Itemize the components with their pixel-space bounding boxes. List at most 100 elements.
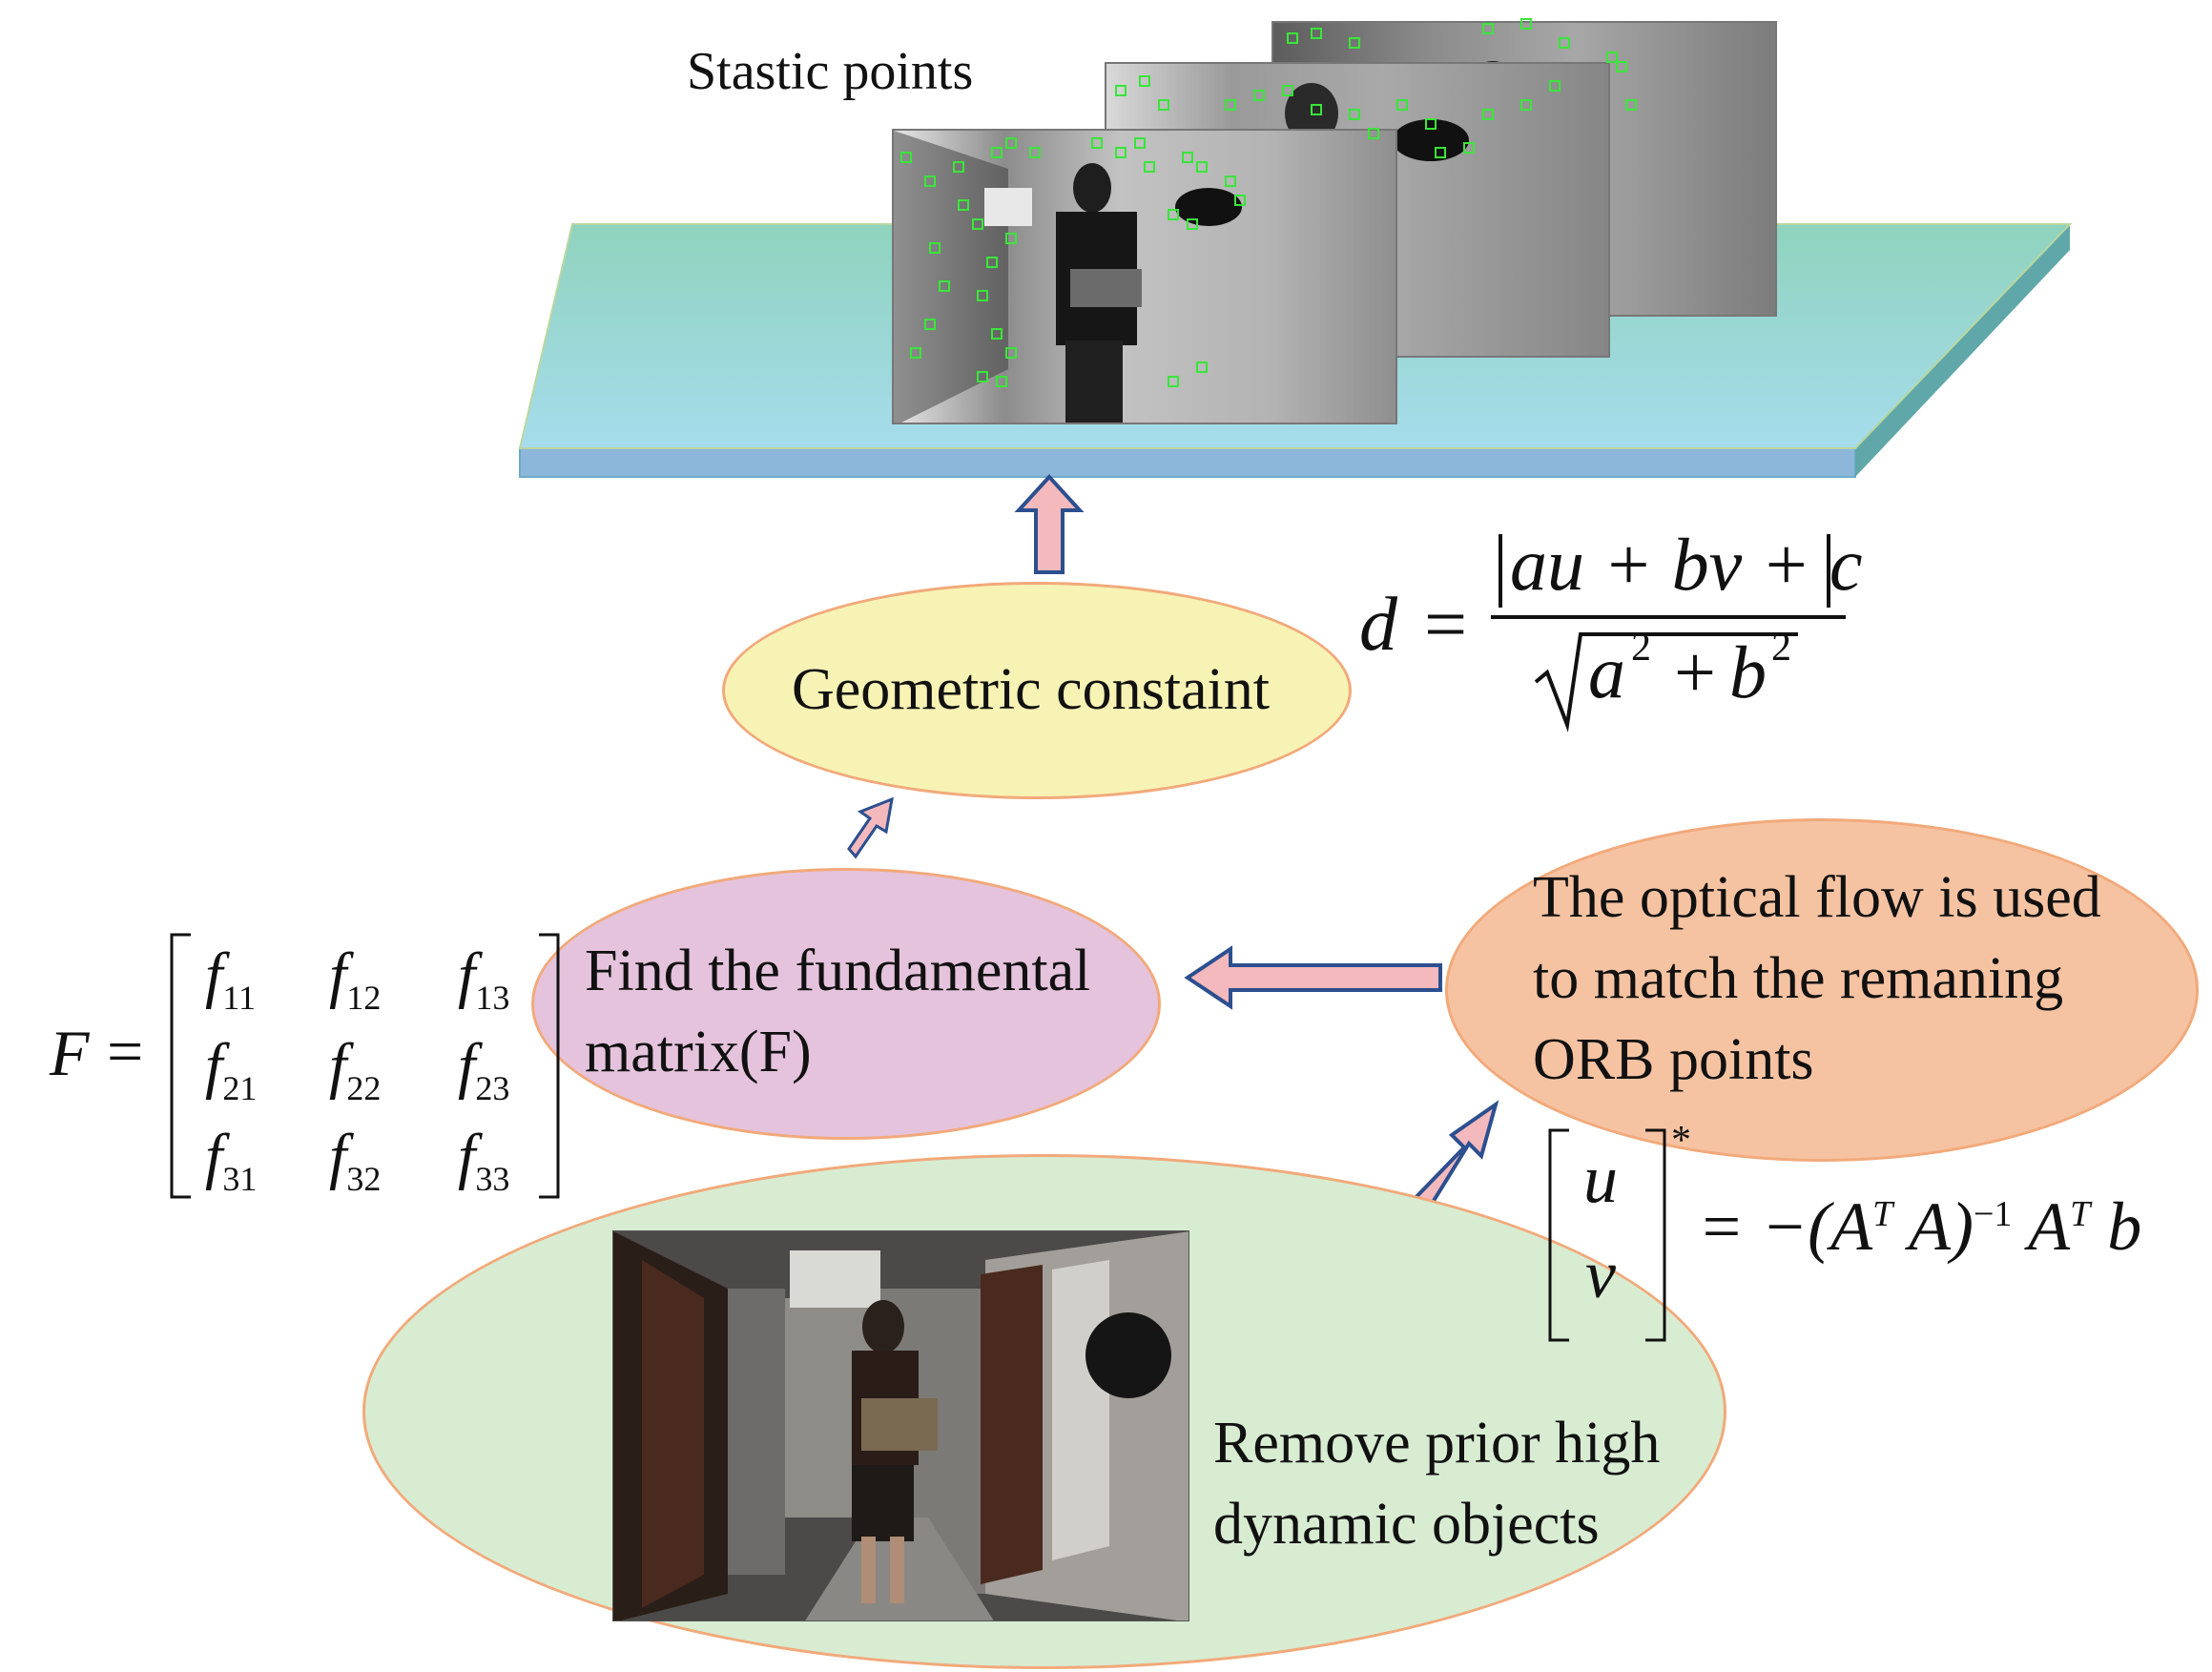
keypoint-marker: [1311, 28, 1322, 39]
keypoint-marker: [1616, 61, 1627, 72]
keypoint-marker: [1115, 147, 1127, 158]
rhs-T1: T: [1872, 1194, 1893, 1234]
keypoint-marker: [991, 328, 1003, 340]
fundamental-matrix-formula: F = f11 f12 f13 f21 f22 f23 f31 f32 f33: [38, 930, 572, 1207]
arrow-up-to-platform: [1014, 474, 1085, 574]
matrix-entry: f12: [329, 940, 382, 1018]
distance-numerator: au + bv + c: [1510, 523, 1863, 606]
matrix-eq: =: [107, 1015, 144, 1087]
optical-flow-label-line1: The optical flow is used: [1533, 865, 2101, 930]
rhs-part3: A: [2012, 1188, 2071, 1265]
keypoint-marker: [924, 175, 936, 187]
keypoint-marker: [1282, 85, 1293, 96]
keypoint-marker: [1482, 109, 1494, 120]
keypoint-marker: [1435, 147, 1446, 158]
matrix-entry: f33: [458, 1122, 510, 1199]
keypoint-marker: [1482, 23, 1494, 34]
distance-denominator-a: a: [1588, 630, 1625, 713]
fundamental-matrix-label-line2: matrix(F): [585, 1020, 812, 1084]
keypoint-marker: [1368, 128, 1379, 139]
keypoint-marker: [1520, 99, 1532, 111]
keypoint-marker: [1187, 218, 1198, 230]
keypoint-marker: [924, 319, 936, 330]
rhs-inv: −1: [1973, 1194, 2013, 1234]
keypoint-marker: [1559, 37, 1570, 49]
fundamental-matrix-label-line1: Find the fundamental: [585, 939, 1091, 1003]
rhs-part4: b: [2090, 1188, 2142, 1265]
matrix-entry: f13: [458, 940, 510, 1018]
optical-flow-formula: u v * = −(AT A)−1 AT b: [1545, 1119, 2194, 1350]
keypoint-marker: [1311, 104, 1322, 115]
distance-exp-b: 2: [1771, 626, 1791, 670]
distance-lhs: d: [1359, 583, 1397, 667]
arrow-optical-to-fundamental: [1184, 945, 1442, 1010]
rhs-part1: = −(A: [1698, 1188, 1873, 1265]
keypoint-marker: [953, 161, 964, 173]
optical-flow-rhs: = −(AT A)−1 AT b: [1698, 1187, 2141, 1267]
distance-eq: =: [1424, 583, 1468, 667]
remove-dynamic-label-line1: Remove prior high: [1213, 1411, 1661, 1476]
remove-dynamic-label-line2: dynamic objects: [1213, 1492, 1600, 1557]
keypoint-marker: [939, 280, 950, 292]
optical-flow-label-line2: to match the remaning: [1533, 946, 2064, 1011]
matrix-entry: f31: [205, 1122, 258, 1199]
fundamental-matrix-node: [531, 868, 1161, 1140]
matrix-lhs: F: [50, 1017, 90, 1089]
keypoint-marker: [1549, 80, 1561, 92]
keypoint-marker: [1139, 75, 1150, 87]
keypoint-marker: [1396, 99, 1408, 111]
keypoint-marker: [958, 199, 969, 211]
keypoint-marker: [1225, 175, 1236, 187]
keypoint-marker: [1005, 347, 1017, 359]
keypoint-marker: [1625, 99, 1637, 111]
keypoint-marker: [1253, 90, 1265, 101]
keypoint-marker: [1196, 361, 1208, 373]
keypoint-marker: [1606, 52, 1618, 63]
rhs-part2: A): [1892, 1188, 1974, 1265]
distance-plus: +: [1674, 630, 1716, 713]
keypoint-marker: [1168, 376, 1179, 387]
keypoint-marker: [1349, 109, 1360, 120]
distance-denominator-b: b: [1729, 630, 1767, 713]
keypoint-marker: [996, 376, 1007, 387]
optical-flow-label-line3: ORB points: [1533, 1027, 1814, 1092]
keypoint-marker: [1425, 118, 1437, 130]
matrix-entry: f32: [329, 1122, 382, 1199]
keypoint-marker: [929, 242, 941, 254]
keypoint-marker: [977, 290, 988, 301]
keypoint-marker: [1463, 142, 1475, 154]
keypoint-marker: [1134, 137, 1146, 149]
keypoint-marker: [1168, 209, 1179, 220]
optical-flow-node: [1445, 818, 2199, 1162]
geometric-constraint-node: [722, 582, 1352, 799]
keypoint-marker: [1196, 161, 1208, 173]
keypoint-marker: [1091, 137, 1103, 149]
keypoint-marker: [1115, 85, 1127, 96]
geometric-constraint-label: Geometric constaint: [792, 657, 1270, 722]
keypoint-marker: [1158, 99, 1169, 111]
keypoint-marker: [910, 347, 921, 359]
keypoint-marker: [1005, 233, 1017, 244]
matrix-entry: f11: [205, 940, 257, 1018]
keypoint-marker: [1234, 195, 1246, 206]
keypoint-marker: [1029, 147, 1041, 158]
keypoint-marker: [1182, 152, 1193, 163]
keypoint-marker: [1520, 18, 1532, 30]
rhs-T2: T: [2070, 1194, 2091, 1234]
static-points-label: Stastic points: [687, 42, 974, 101]
keypoint-marker: [1225, 99, 1236, 111]
vector-star: *: [1671, 1119, 1691, 1163]
matrix-entry: f23: [458, 1031, 510, 1108]
corridor-photo: [612, 1230, 1189, 1621]
arrow-fundamental-to-geometric: [847, 796, 894, 859]
vector-v: v: [1585, 1236, 1616, 1312]
keypoint-marker: [972, 218, 983, 230]
distance-exp-a: 2: [1631, 626, 1651, 670]
matrix-entry: f22: [329, 1031, 382, 1108]
keypoint-marker: [900, 152, 912, 163]
matrix-entry: f21: [205, 1031, 258, 1108]
keypoint-marker: [986, 257, 998, 268]
keypoint-marker: [1349, 37, 1360, 49]
keypoint-marker: [991, 147, 1003, 158]
